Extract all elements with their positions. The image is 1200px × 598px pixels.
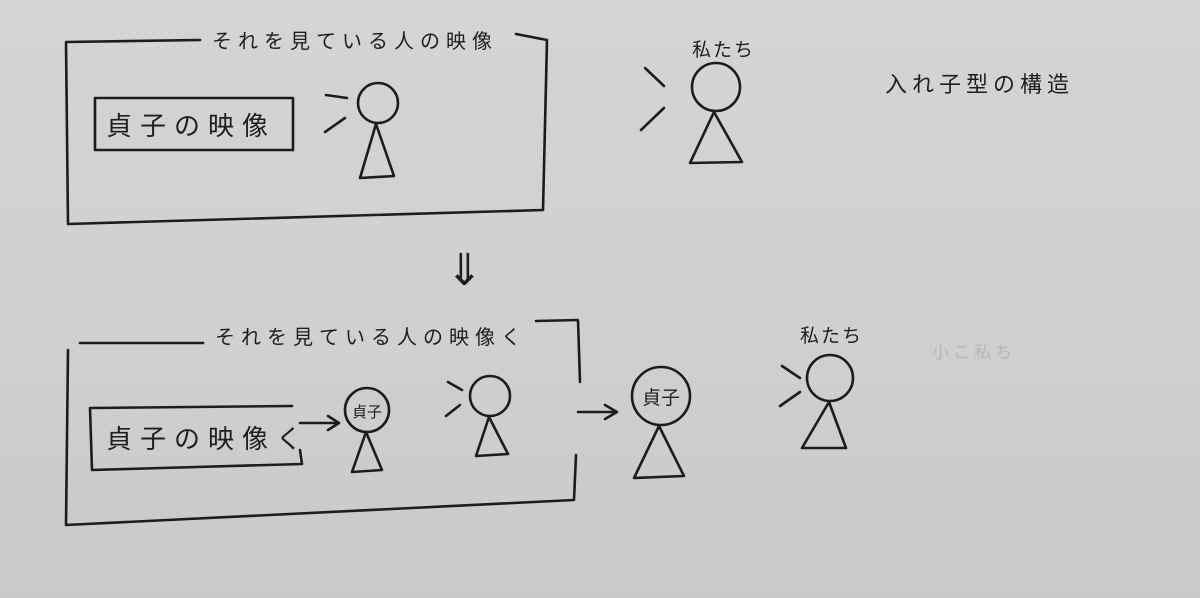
viewer-label: 私たち xyxy=(800,325,863,347)
top-frame-title: それを見ている人の映像 xyxy=(212,29,498,53)
double-down-arrow-icon: ⇓ xyxy=(446,245,483,296)
bottom-frame-border-right xyxy=(534,318,582,384)
gaze-line xyxy=(446,380,464,392)
bottom-viewer-us: 私たち xyxy=(778,325,863,450)
emerged-sadako-figure: 貞子 xyxy=(630,365,692,480)
gaze-line xyxy=(643,66,666,88)
figure-head xyxy=(356,81,400,125)
arrow-right-icon xyxy=(576,403,619,421)
bottom-inner-box-border xyxy=(88,404,304,472)
bottom-inner-box: 貞子の映像く xyxy=(88,404,341,472)
top-frame-border xyxy=(64,32,549,226)
top-viewer-us: 私たち xyxy=(639,39,755,165)
bottom-frame-border-upper xyxy=(64,341,578,527)
top-frame-stick-figure xyxy=(323,81,400,180)
structure-note: 入れ子型の構造 xyxy=(885,73,1074,98)
figure-body xyxy=(350,430,384,474)
gaze-line xyxy=(639,106,666,132)
bottom-frame-title: それを見ている人の映像く xyxy=(215,325,527,349)
bottom-frame: それを見ている人の映像く xyxy=(64,318,582,527)
figure-body xyxy=(474,415,510,458)
gaze-line xyxy=(778,390,802,408)
sadako-head-label: 貞子 xyxy=(642,387,680,409)
top-inner-box-border xyxy=(93,96,295,152)
bottom-inner-box-label: 貞子の映像く xyxy=(106,425,310,455)
arrow-right-icon xyxy=(298,414,341,432)
inner-sadako-figure: 貞子 xyxy=(343,386,391,474)
gaze-line xyxy=(323,116,347,134)
gaze-line xyxy=(780,364,802,380)
viewer-label: 私たち xyxy=(692,39,755,61)
faint-text: 小こ私ち xyxy=(932,343,1016,363)
top-inner-box: 貞子の映像 xyxy=(93,96,295,152)
figure-head xyxy=(805,353,855,403)
gaze-line xyxy=(324,93,349,100)
figure-head xyxy=(630,365,692,427)
bottom-frame-stick-figure xyxy=(444,374,512,458)
figure-body xyxy=(800,400,848,450)
figure-body xyxy=(632,424,686,480)
gaze-line xyxy=(444,403,462,418)
top-inner-box-label: 貞子の映像 xyxy=(106,112,276,142)
figure-body xyxy=(358,122,396,180)
figure-head xyxy=(468,374,512,418)
sadako-head-label: 貞子 xyxy=(352,403,382,421)
top-frame: それを見ている人の映像 xyxy=(64,29,549,226)
figure-body xyxy=(688,110,744,165)
figure-head xyxy=(690,61,742,113)
